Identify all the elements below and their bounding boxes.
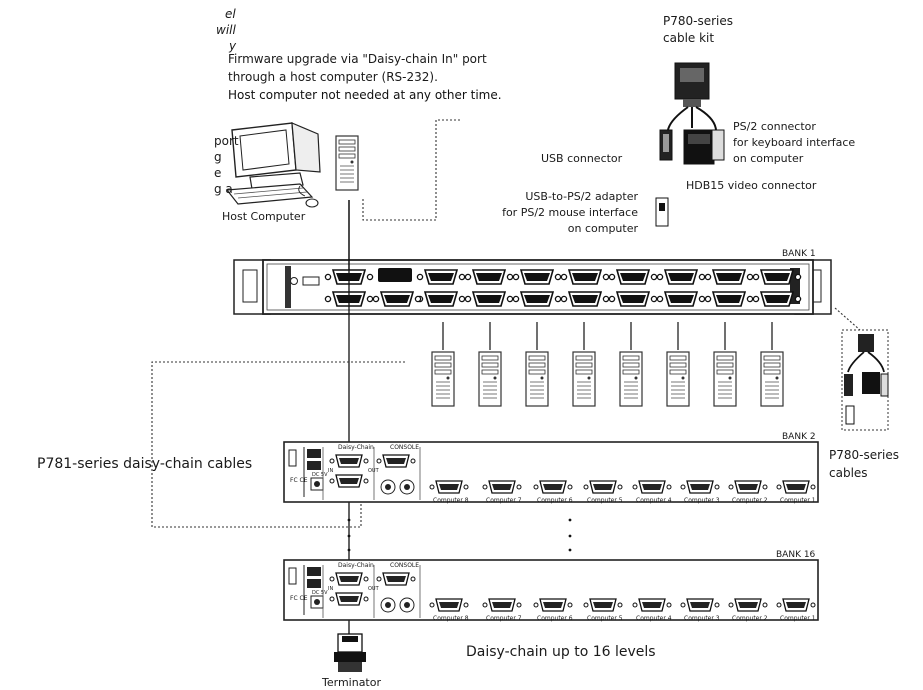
intro-fragment-6: e <box>214 166 222 180</box>
bank-2-out-label: OUT <box>368 468 379 474</box>
host-server-tower-icon <box>335 135 359 191</box>
intro-fragment-5: g <box>214 150 222 164</box>
server-tower-icon <box>431 351 455 407</box>
bank-16-in-label: IN <box>328 586 334 592</box>
firmware-line-3: Host computer not needed at any other ti… <box>228 88 502 102</box>
bank-16-port-label: Computer 1 <box>780 615 816 622</box>
cable-kit-illustration <box>655 62 725 227</box>
server-tower-icon <box>525 351 549 407</box>
bank-2-port-label: Computer 1 <box>780 497 816 504</box>
usb-ps2-adapter-line-3: on computer <box>567 222 638 235</box>
p780-cables-illustration <box>841 329 889 431</box>
intro-fragment-3: y <box>229 39 237 53</box>
server-tower-icon <box>760 351 784 407</box>
bank-2-daisy-chain-label: Daisy-Chain <box>338 444 374 451</box>
bank-1-label: BANK 1 <box>782 249 816 259</box>
firmware-callout-line <box>362 119 460 221</box>
intro-fragment-1: el <box>225 7 236 21</box>
bank-16-fcc-label: FC CE <box>290 595 308 602</box>
bank-16-port-label: Computer 4 <box>636 615 672 622</box>
host-computer-illustration <box>225 122 321 208</box>
bank-2-port-label: Computer 6 <box>537 497 573 504</box>
server-tower-icon <box>666 351 690 407</box>
daisy-chain-levels-label: Daisy-chain up to 16 levels <box>466 644 656 660</box>
bank-16-power-label: DC 5V <box>312 590 328 596</box>
bank-2-port-label: Computer 2 <box>732 497 768 504</box>
server-tower-icon <box>572 351 596 407</box>
firmware-line-2: through a host computer (RS-232). <box>228 70 438 84</box>
ps2-connector-line-3: on computer <box>733 152 804 165</box>
daisy-chain-cables-label: P781-series daisy-chain cables <box>37 456 253 472</box>
terminator-label: Terminator <box>322 676 381 689</box>
hdb15-label: HDB15 video connector <box>686 179 817 192</box>
p780-cables-line-1: P780-series <box>829 448 900 462</box>
bank-2-port-label: Computer 5 <box>587 497 623 504</box>
bank-16-port-label: Computer 7 <box>486 615 522 622</box>
ps2-connector-line-2: for keyboard interface <box>733 136 856 149</box>
bank-16-port-label: Computer 8 <box>433 615 469 622</box>
bank-2-port-label: Computer 7 <box>486 497 522 504</box>
bank-16-daisy-chain-label: Daisy-Chain <box>338 562 374 569</box>
cable-kit-line-1: P780-series <box>663 14 734 28</box>
bank-2-console-label: CONSOLE <box>390 444 420 451</box>
firmware-line-1: Firmware upgrade via "Daisy-chain In" po… <box>228 52 487 66</box>
ellipsis-dots <box>347 518 572 552</box>
bank-16-label: BANK 16 <box>776 550 816 560</box>
host-computer-label: Host Computer <box>222 210 306 223</box>
ps2-connector-line-1: PS/2 connector <box>733 120 816 133</box>
bank-16-port-label: Computer 2 <box>732 615 768 622</box>
bank-2-label: BANK 2 <box>782 432 816 442</box>
server-tower-icon <box>619 351 643 407</box>
intro-fragment-4: port <box>214 134 239 148</box>
usb-ps2-adapter-line-2: for PS/2 mouse interface <box>502 206 638 219</box>
bank-16-port-label: Computer 6 <box>537 615 573 622</box>
intro-fragment-2: will <box>216 23 236 37</box>
server-tower-icon <box>713 351 737 407</box>
bank-16-port-label: Computer 3 <box>684 615 720 622</box>
server-tower-icon <box>478 351 502 407</box>
usb-ps2-adapter-line-1: USB-to-PS/2 adapter <box>525 190 638 203</box>
usb-connector-label: USB connector <box>541 152 623 165</box>
bank-2-fcc-label: FC CE <box>290 477 308 484</box>
bank-2-in-label: IN <box>328 468 334 474</box>
cable-kit-line-2: cable kit <box>663 31 715 45</box>
server-tower-row <box>431 351 784 407</box>
bank-16-console-label: CONSOLE <box>390 562 420 569</box>
bank-2-port-label: Computer 4 <box>636 497 672 504</box>
bank-16-out-label: OUT <box>368 586 379 592</box>
bank-16-port-label: Computer 5 <box>587 615 623 622</box>
daisy-cable-bracket <box>151 361 405 528</box>
bank-2-port-label: Computer 3 <box>684 497 720 504</box>
bank-2-port-label: Computer 8 <box>433 497 469 504</box>
bank-1-computer-cables <box>442 322 773 350</box>
bank-2-power-label: DC 5V <box>312 472 328 478</box>
intro-fragment-7: g a <box>214 182 233 196</box>
p780-cables-line-2: cables <box>829 466 868 480</box>
terminator-illustration <box>334 633 366 672</box>
